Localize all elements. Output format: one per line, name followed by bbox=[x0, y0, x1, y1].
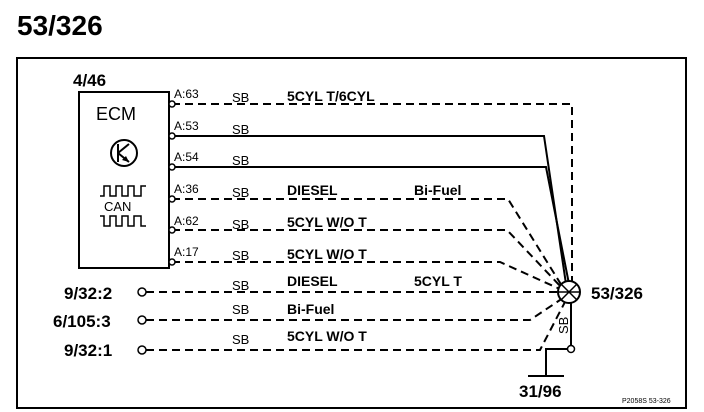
wire-variant-label: 5CYL W/O T bbox=[287, 214, 367, 230]
connector-terminals bbox=[137, 287, 147, 355]
pin-label: A:53 bbox=[174, 119, 199, 133]
connector-label: 9/32:1 bbox=[64, 341, 112, 360]
pin-terminals bbox=[168, 100, 176, 266]
wire-variant-label: DIESEL bbox=[287, 182, 338, 198]
splice-icon bbox=[557, 280, 581, 304]
wire-color-label: SB bbox=[232, 122, 249, 137]
wire-6-105-3 bbox=[146, 297, 564, 321]
wire-a54 bbox=[172, 166, 570, 285]
wire-color-label: SB bbox=[232, 185, 249, 200]
wire-color-label: SB bbox=[232, 278, 249, 293]
pin-label: A:62 bbox=[174, 214, 199, 228]
ground-label: 31/96 bbox=[519, 382, 562, 401]
wire-variant-label: 5CYL W/O T bbox=[287, 246, 367, 262]
wire-lines bbox=[146, 103, 573, 351]
ecm-name: ECM bbox=[96, 104, 136, 124]
wire-variant-label: 5CYL W/O T bbox=[287, 328, 367, 344]
ground-wire-color: SB bbox=[556, 317, 571, 334]
wire-color-label: SB bbox=[232, 217, 249, 232]
connector-label: 6/105:3 bbox=[53, 312, 111, 331]
wire-9-32-1 bbox=[146, 299, 567, 351]
wire-color-label: SB bbox=[232, 153, 249, 168]
ecm-ref-label: 4/46 bbox=[73, 71, 106, 90]
figure-code: P2058S 53-326 bbox=[622, 398, 671, 405]
can-label: CAN bbox=[104, 199, 131, 214]
ground-wire bbox=[528, 303, 572, 377]
pin-label: A:63 bbox=[174, 87, 199, 101]
wire-color-label: SB bbox=[232, 90, 249, 105]
wire-color-label: SB bbox=[232, 248, 249, 263]
can-bus-icon bbox=[100, 185, 146, 227]
connector-label: 9/32:2 bbox=[64, 284, 112, 303]
wire-color-label: SB bbox=[232, 332, 249, 347]
page-title: 53/326 bbox=[17, 10, 103, 41]
wire-a17 bbox=[172, 261, 563, 291]
wire-variant-label: Bi-Fuel bbox=[414, 182, 461, 198]
wire-a36 bbox=[172, 198, 563, 287]
splice-label: 53/326 bbox=[591, 284, 643, 303]
wire-variant-label: 5CYL T bbox=[414, 273, 462, 289]
wire-variant-label: Bi-Fuel bbox=[287, 301, 334, 317]
wire-variant-label: 5CYL T/6CYL bbox=[287, 88, 375, 104]
pin-label: A:17 bbox=[174, 245, 199, 259]
wire-a62 bbox=[172, 229, 563, 289]
ground-terminal bbox=[566, 344, 576, 354]
wire-variant-label: DIESEL bbox=[287, 273, 338, 289]
pin-label: A:36 bbox=[174, 182, 199, 196]
pin-label: A:54 bbox=[174, 150, 199, 164]
wire-a63 bbox=[172, 103, 573, 281]
wire-color-label: SB bbox=[232, 302, 249, 317]
transistor-icon bbox=[110, 139, 138, 167]
ecm-box bbox=[78, 91, 170, 269]
diagram-frame bbox=[16, 57, 687, 409]
